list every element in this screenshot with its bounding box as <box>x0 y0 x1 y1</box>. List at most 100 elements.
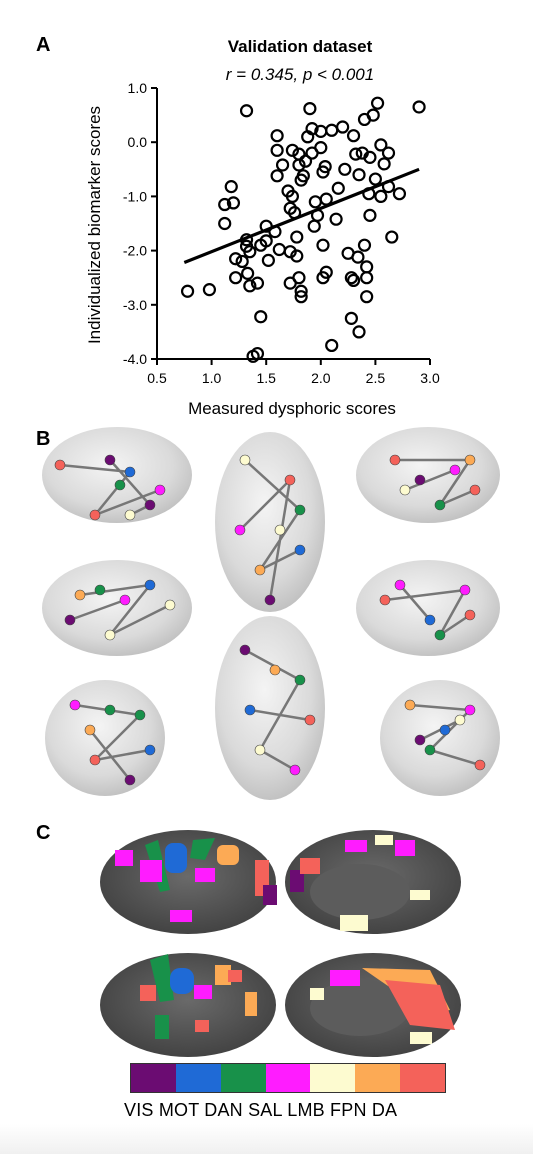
data-point <box>363 150 377 164</box>
data-point <box>349 147 363 161</box>
network-node <box>74 589 86 601</box>
legend-swatch <box>175 1064 221 1092</box>
cortex-renderings <box>100 830 461 1057</box>
network-node <box>394 579 406 591</box>
x-tick-label: 3.0 <box>420 370 440 386</box>
network-node <box>414 474 426 486</box>
network-node <box>439 724 451 736</box>
data-point <box>338 162 352 176</box>
data-point <box>314 141 328 155</box>
data-point <box>352 325 366 339</box>
legend-swatch <box>220 1064 266 1092</box>
brain-renderings <box>42 427 500 800</box>
network-node <box>434 499 446 511</box>
data-point <box>385 230 399 244</box>
chart-title: Validation dataset <box>228 37 373 56</box>
brain-network-panel <box>0 420 533 820</box>
network-node <box>264 594 276 606</box>
network-node <box>404 699 416 711</box>
network-node <box>64 614 76 626</box>
scatter-chart: Validation dataset r = 0.345, p < 0.001 … <box>85 37 440 418</box>
data-point <box>329 212 343 226</box>
data-point <box>180 284 195 298</box>
data-point <box>285 143 300 157</box>
data-point <box>318 159 332 174</box>
brain-right-lateral <box>356 427 500 523</box>
network-node <box>294 674 306 686</box>
network-node <box>144 579 156 591</box>
network-node <box>124 509 136 521</box>
network-node <box>424 614 436 626</box>
network-node <box>89 754 101 766</box>
y-tick-label: -2.0 <box>123 243 147 259</box>
data-point <box>275 158 290 172</box>
data-points <box>180 96 426 363</box>
network-node <box>104 704 116 716</box>
data-point <box>377 157 391 171</box>
data-point <box>331 181 345 195</box>
data-point <box>235 254 249 269</box>
network-node <box>144 744 156 756</box>
x-tick-label: 2.5 <box>366 370 386 386</box>
legend-swatch <box>310 1064 356 1092</box>
network-node <box>239 454 251 466</box>
legend-labels: VIS MOT DAN SAL LMB FPN DA <box>124 1100 398 1120</box>
data-point <box>250 276 265 290</box>
y-tick-label: -4.0 <box>123 351 147 367</box>
medial-wall-lower <box>310 980 410 1036</box>
network-node <box>274 524 286 536</box>
data-point <box>346 129 361 143</box>
data-point <box>226 196 241 210</box>
network-node <box>124 466 136 478</box>
network-node <box>449 464 461 476</box>
x-tick-label: 1.5 <box>256 370 276 386</box>
network-node <box>124 774 136 786</box>
network-node <box>414 734 426 746</box>
network-node <box>379 594 391 606</box>
y-tick-label: 0.0 <box>128 134 148 150</box>
data-point <box>272 242 286 257</box>
data-point <box>360 271 374 285</box>
network-node <box>469 484 481 496</box>
data-point <box>270 169 284 183</box>
network-node <box>389 454 401 466</box>
network-node <box>164 599 176 611</box>
y-axis-label: Individualized biomarker scores <box>85 106 104 344</box>
x-tick-label: 0.5 <box>147 370 167 386</box>
data-point <box>229 252 243 266</box>
regression-line <box>183 167 420 265</box>
y-tick-label: -1.0 <box>123 188 147 204</box>
data-point <box>261 253 275 267</box>
color-legend <box>130 1063 446 1093</box>
panel-label-a: A <box>36 34 51 56</box>
brain-top <box>215 432 325 612</box>
network-node <box>69 699 81 711</box>
data-point <box>360 260 374 274</box>
network-node <box>234 524 246 536</box>
data-point <box>270 129 284 143</box>
data-point <box>285 189 300 203</box>
network-node <box>294 544 306 556</box>
data-point <box>316 238 330 252</box>
data-point <box>292 271 306 285</box>
network-node <box>464 704 476 716</box>
data-point <box>239 104 254 118</box>
brain-left-lateral <box>42 427 192 523</box>
data-point <box>290 249 304 263</box>
network-node <box>304 714 316 726</box>
network-node <box>119 594 131 606</box>
data-point <box>319 265 333 279</box>
cortex-regions <box>115 835 455 1044</box>
x-tick-label: 1.0 <box>202 370 222 386</box>
network-node <box>454 714 466 726</box>
brain-front <box>45 680 165 796</box>
data-point <box>346 273 361 288</box>
network-node <box>294 504 306 516</box>
network-node <box>399 484 411 496</box>
data-point <box>241 266 255 280</box>
network-node <box>94 584 106 596</box>
network-node <box>239 644 251 656</box>
network-node <box>254 744 266 756</box>
data-point <box>294 290 308 304</box>
data-point <box>303 101 317 116</box>
